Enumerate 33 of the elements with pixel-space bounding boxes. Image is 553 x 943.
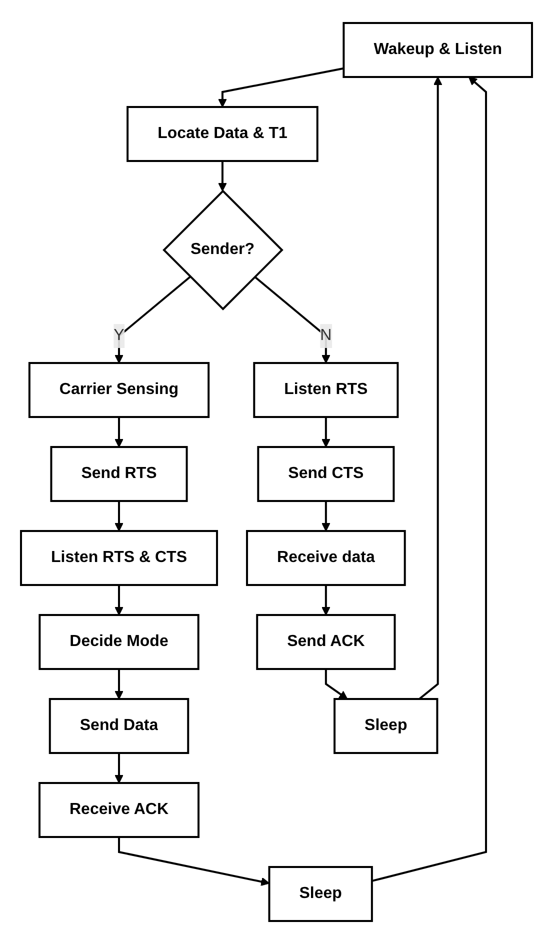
arrow (114, 584, 124, 615)
node-box: Send ACK (256, 614, 396, 670)
node-diamond: Sender? (162, 189, 284, 310)
edge-label: N (320, 326, 332, 344)
arrow (254, 276, 330, 363)
edge-label: Y (114, 326, 124, 344)
arrow (118, 836, 270, 886)
node-box: Locate Data & T1 (126, 106, 318, 162)
arrow (322, 584, 330, 615)
node-box: Listen RTS (253, 362, 399, 418)
arrow (324, 668, 348, 699)
node-box: Receive ACK (38, 782, 200, 838)
arrow (114, 668, 124, 699)
arrow (218, 160, 227, 191)
arrow (372, 76, 488, 882)
node-box: Sleep (268, 866, 373, 922)
node-box: Sleep (334, 698, 438, 754)
arrow (114, 752, 124, 783)
arrow (114, 416, 124, 447)
arrow (218, 66, 344, 107)
node-box: Send RTS (50, 446, 188, 502)
node-box: Receive data (246, 530, 406, 586)
arrow (114, 276, 191, 363)
arrow (322, 500, 330, 531)
arrow (418, 76, 442, 700)
node-box: Listen RTS & CTS (20, 530, 218, 586)
node-box: Carrier Sensing (28, 362, 210, 418)
node-box: Send Data (48, 698, 190, 754)
arrow (114, 500, 124, 531)
arrow (322, 416, 330, 447)
node-box: Wakeup & Listen (342, 22, 533, 78)
node-box: Send CTS (257, 446, 395, 502)
node-box: Decide Mode (38, 614, 200, 670)
